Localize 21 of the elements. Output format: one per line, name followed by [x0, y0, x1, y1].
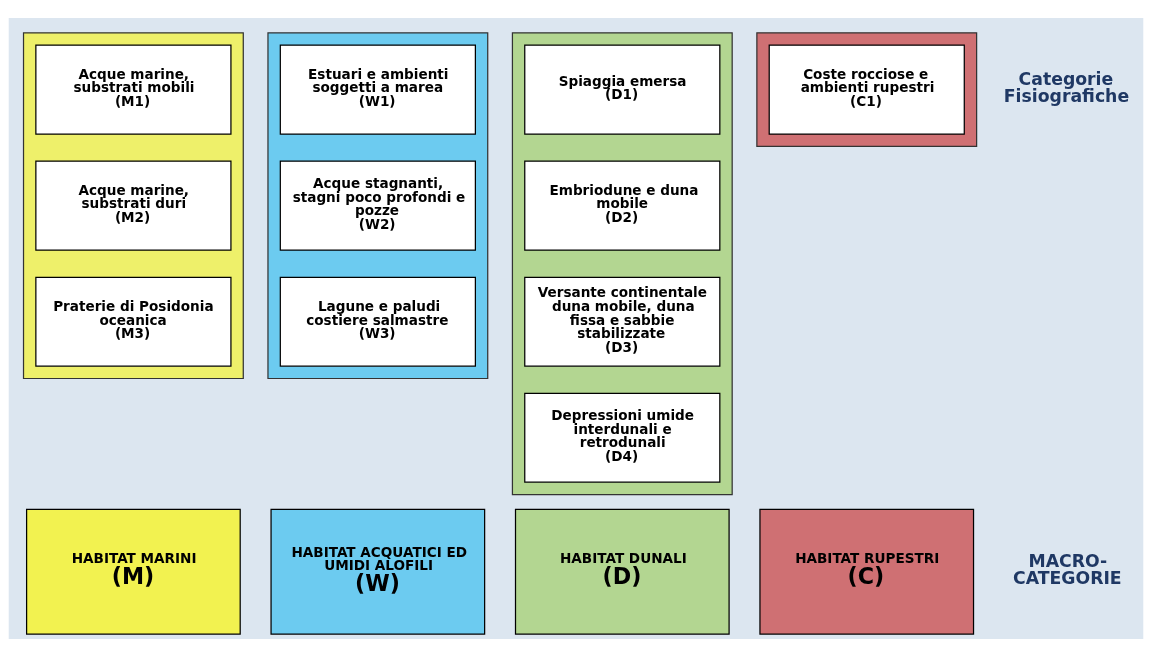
cluster	[511, 32, 733, 496]
node-box: Depressioni umide interdunali e retrodunali (D4)	[524, 392, 721, 483]
node-box: Estuari e ambienti soggetti a marea (W1)	[279, 44, 476, 135]
label: Categorie Fisiografiche	[1003, 68, 1130, 107]
node-box: HABITAT RUPESTRI (C)	[759, 508, 975, 635]
node-box: HABITAT MARINI (M)	[26, 508, 241, 635]
node-box: Acque stagnanti, stagni poco profondi e pozze (W2)	[279, 160, 476, 251]
cluster	[22, 32, 244, 380]
cluster	[756, 32, 978, 147]
node-box: HABITAT ACQUATICI ED UMIDI ALOFILI (W)	[270, 508, 486, 635]
cluster	[267, 32, 489, 380]
node-box: Acque marine, substrati mobili (M1)	[35, 44, 232, 135]
node-box: HABITAT DUNALI (D)	[514, 508, 730, 635]
node-box: Acque marine, substrati duri (M2)	[35, 160, 232, 251]
node-box: Coste rocciose e ambienti rupestri (C1)	[768, 44, 965, 135]
node-box: Embriodune e duna mobile (D2)	[524, 160, 721, 251]
node-box: Lagune e paludi costiere salmastre (W3)	[279, 276, 476, 367]
node-box: Spiaggia emersa (D1)	[524, 44, 721, 135]
node-box: Praterie di Posidonia oceanica (M3)	[35, 276, 232, 367]
label: MACRO- CATEGORIE	[1013, 551, 1122, 589]
node-box: Versante continentale duna mobile, duna fissa e sabbie stabilizzate (D3)	[524, 276, 721, 367]
